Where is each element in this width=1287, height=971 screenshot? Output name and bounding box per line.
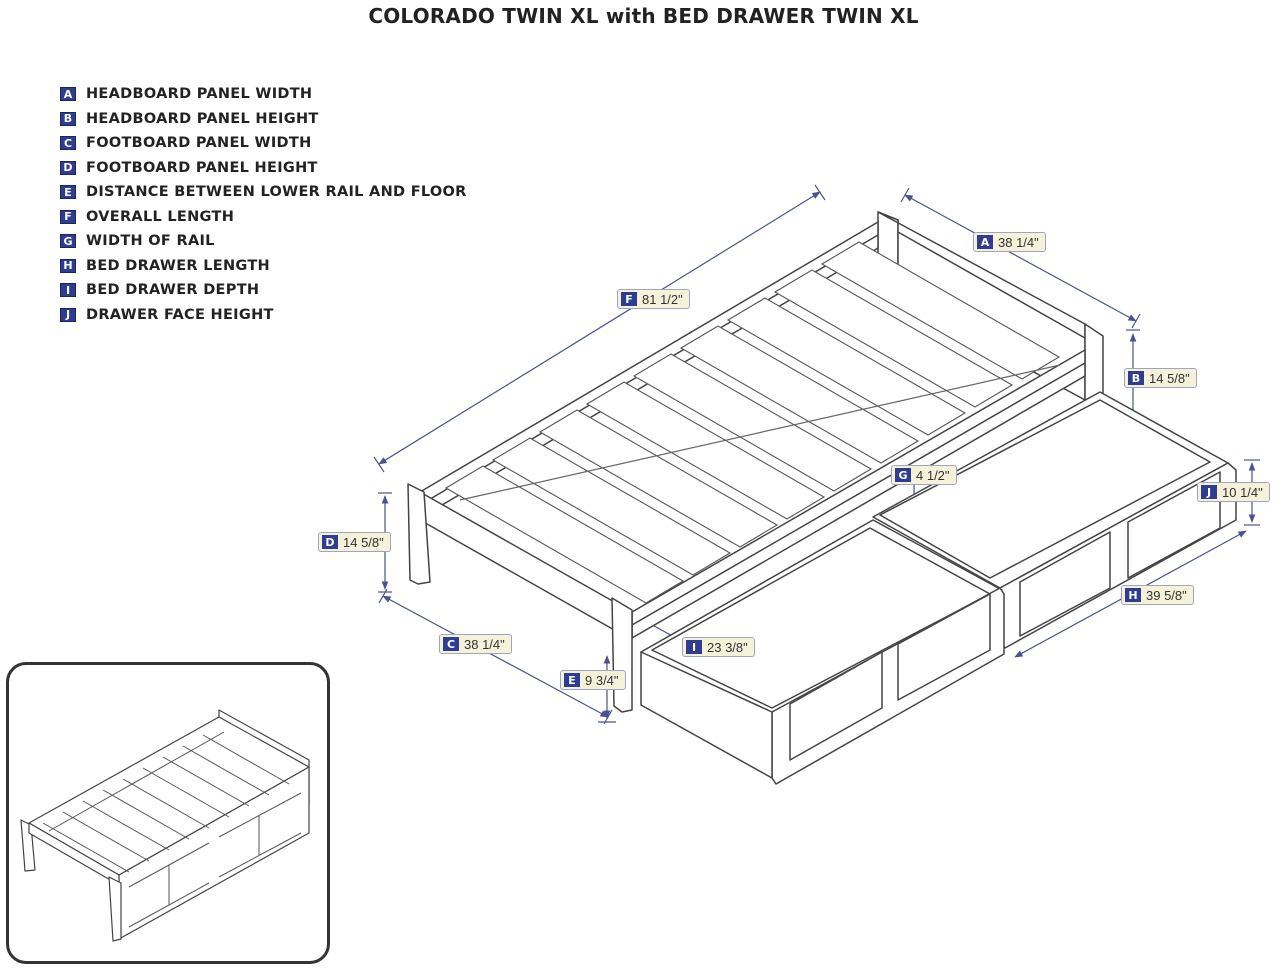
legend-item-c: C FOOTBOARD PANEL WIDTH — [60, 131, 467, 156]
dimension-value: 10 1/4" — [1222, 484, 1263, 500]
dimension-value: 9 3/4" — [585, 672, 619, 688]
bed-drawers — [640, 391, 1237, 785]
dimension-value: 38 1/4" — [464, 636, 505, 652]
legend-key: A — [60, 87, 76, 102]
dimension-value: 4 1/2" — [916, 467, 950, 483]
dimension-value: 23 3/8" — [707, 639, 748, 655]
diagram-title: COLORADO TWIN XL with BED DRAWER TWIN XL — [368, 4, 919, 28]
dimension-legend: A HEADBOARD PANEL WIDTH B HEADBOARD PANEL … — [60, 82, 467, 327]
dimension-key: I — [686, 640, 702, 654]
dimension-label-g: G 4 1/2" — [891, 465, 957, 485]
legend-item-b: B HEADBOARD PANEL HEIGHT — [60, 107, 467, 132]
dimension-key: G — [895, 468, 911, 482]
legend-label: HEADBOARD PANEL HEIGHT — [86, 110, 319, 127]
legend-item-j: J DRAWER FACE HEIGHT — [60, 303, 467, 328]
dimension-label-f: F 81 1/2" — [617, 289, 690, 309]
dimension-value: 38 1/4" — [998, 234, 1039, 250]
legend-key: F — [60, 209, 76, 224]
legend-item-h: H BED DRAWER LENGTH — [60, 254, 467, 279]
legend-item-e: E DISTANCE BETWEEN LOWER RAIL AND FLOOR — [60, 180, 467, 205]
dimension-label-h: H 39 5/8" — [1121, 585, 1194, 605]
thumbnail-bed-drawing — [20, 709, 310, 942]
legend-label: FOOTBOARD PANEL WIDTH — [86, 135, 312, 152]
legend-item-a: A HEADBOARD PANEL WIDTH — [60, 82, 467, 107]
legend-label: DRAWER FACE HEIGHT — [86, 306, 274, 323]
center-support-rail — [459, 364, 1061, 501]
dimension-key: B — [1128, 371, 1144, 385]
dimension-label-i: I 23 3/8" — [682, 637, 755, 657]
legend-item-i: I BED DRAWER DEPTH — [60, 278, 467, 303]
dimension-key: C — [443, 637, 459, 651]
dimension-value: 14 5/8" — [343, 534, 384, 550]
dimension-label-b: B 14 5/8" — [1124, 368, 1197, 388]
dimension-label-j: J 10 1/4" — [1197, 482, 1270, 502]
legend-key: H — [60, 258, 76, 273]
legend-key: I — [60, 283, 76, 298]
legend-label: FOOTBOARD PANEL HEIGHT — [86, 159, 318, 176]
dimension-key: F — [621, 292, 637, 306]
dimension-value: 39 5/8" — [1146, 587, 1187, 603]
legend-label: OVERALL LENGTH — [86, 208, 235, 225]
dimension-key: H — [1125, 588, 1141, 602]
legend-label: BED DRAWER DEPTH — [86, 282, 260, 299]
dimension-label-e: E 9 3/4" — [560, 670, 626, 690]
legend-key: B — [60, 111, 76, 126]
legend-key: J — [60, 307, 76, 322]
dimension-label-c: C 38 1/4" — [439, 634, 512, 654]
legend-key: E — [60, 185, 76, 200]
legend-item-f: F OVERALL LENGTH — [60, 205, 467, 230]
legend-key: C — [60, 136, 76, 151]
dimension-key: D — [322, 535, 338, 549]
thumbnail-preview — [6, 662, 330, 964]
legend-label: DISTANCE BETWEEN LOWER RAIL AND FLOOR — [86, 184, 467, 201]
legend-label: HEADBOARD PANEL WIDTH — [86, 86, 313, 103]
dimension-label-d: D 14 5/8" — [318, 532, 391, 552]
legend-key: G — [60, 234, 76, 249]
dimension-value: 81 1/2" — [642, 291, 683, 307]
dimension-key: J — [1201, 485, 1217, 499]
bed-slats — [444, 241, 1061, 604]
dimension-key: E — [564, 673, 580, 687]
dimension-key: A — [977, 235, 993, 249]
dimension-label-a: A 38 1/4" — [973, 232, 1046, 252]
dimension-value: 14 5/8" — [1149, 370, 1190, 386]
legend-item-d: D FOOTBOARD PANEL HEIGHT — [60, 156, 467, 181]
legend-key: D — [60, 160, 76, 175]
legend-label: BED DRAWER LENGTH — [86, 257, 270, 274]
legend-label: WIDTH OF RAIL — [86, 233, 215, 250]
legend-item-g: G WIDTH OF RAIL — [60, 229, 467, 254]
